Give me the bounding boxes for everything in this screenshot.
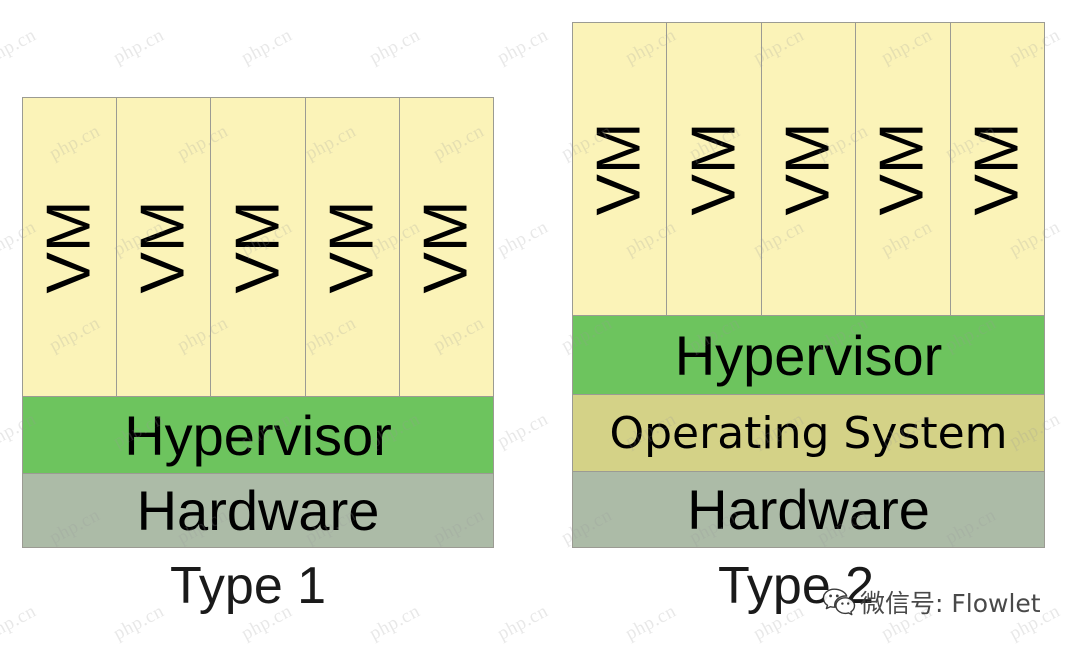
watermark-text: php.cn <box>494 600 552 645</box>
vm-label: VM <box>317 200 387 294</box>
wechat-badge: 微信号: Flowlet <box>822 584 1041 620</box>
type-2-hypervisor-band: Hypervisor <box>572 316 1045 395</box>
watermark-text: php.cn <box>494 216 552 261</box>
hypervisor-label: Hypervisor <box>674 323 943 387</box>
type-2-vm-2: VM <box>667 23 762 315</box>
watermark-text: php.cn <box>110 24 168 69</box>
watermark-text: php.cn <box>494 408 552 453</box>
watermark-text: php.cn <box>0 24 40 69</box>
type-1-vm-1: VM <box>23 98 118 396</box>
type-2-vm-3: VM <box>761 23 857 315</box>
vm-label: VM <box>411 200 481 294</box>
watermark-text: php.cn <box>0 600 40 645</box>
type-1-caption: Type 1 <box>170 557 327 615</box>
vm-label: VM <box>128 200 198 294</box>
wechat-icon <box>822 588 856 616</box>
vm-label: VM <box>34 200 104 294</box>
type-2-vm-1: VM <box>573 23 668 315</box>
type-2-stack: VM VM VM VM VM Hypervisor Operating Syst… <box>572 22 1045 548</box>
watermark-text: php.cn <box>622 600 680 645</box>
watermark-text: php.cn <box>238 24 296 69</box>
type-1-vm-4: VM <box>305 98 400 396</box>
hardware-label: Hardware <box>687 478 930 541</box>
hypervisor-label: Hypervisor <box>124 403 392 467</box>
wechat-id-text: 微信号: Flowlet <box>860 589 1041 618</box>
type-1-hypervisor-band: Hypervisor <box>22 397 494 474</box>
type-1-hardware-band: Hardware <box>22 474 494 548</box>
type-1-vm-5: VM <box>399 98 494 396</box>
vm-label: VM <box>223 200 292 294</box>
vm-label: VM <box>962 122 1032 216</box>
type-2-vm-4: VM <box>856 23 951 315</box>
hardware-label: Hardware <box>136 479 380 542</box>
type-1-stack: VM VM VM VM VM Hypervisor Hardware <box>22 97 494 548</box>
type-2-vm-5: VM <box>950 23 1045 315</box>
type-2-vm-row: VM VM VM VM VM <box>572 22 1045 316</box>
vm-label: VM <box>679 122 749 216</box>
operating-system-label: Operating System <box>609 407 1008 459</box>
type-2-operating-system-band: Operating System <box>572 395 1045 472</box>
vm-label: VM <box>867 122 937 216</box>
type-1-vm-3: VM <box>211 98 306 396</box>
watermark-text: php.cn <box>366 600 424 645</box>
type-2-hardware-band: Hardware <box>572 472 1045 548</box>
vm-label: VM <box>584 122 654 216</box>
type-1-vm-2: VM <box>117 98 212 396</box>
watermark-text: php.cn <box>494 24 552 69</box>
vm-label: VM <box>773 122 843 216</box>
type-1-vm-row: VM VM VM VM VM <box>22 97 494 397</box>
watermark-text: php.cn <box>110 600 168 645</box>
watermark-text: php.cn <box>366 24 424 69</box>
